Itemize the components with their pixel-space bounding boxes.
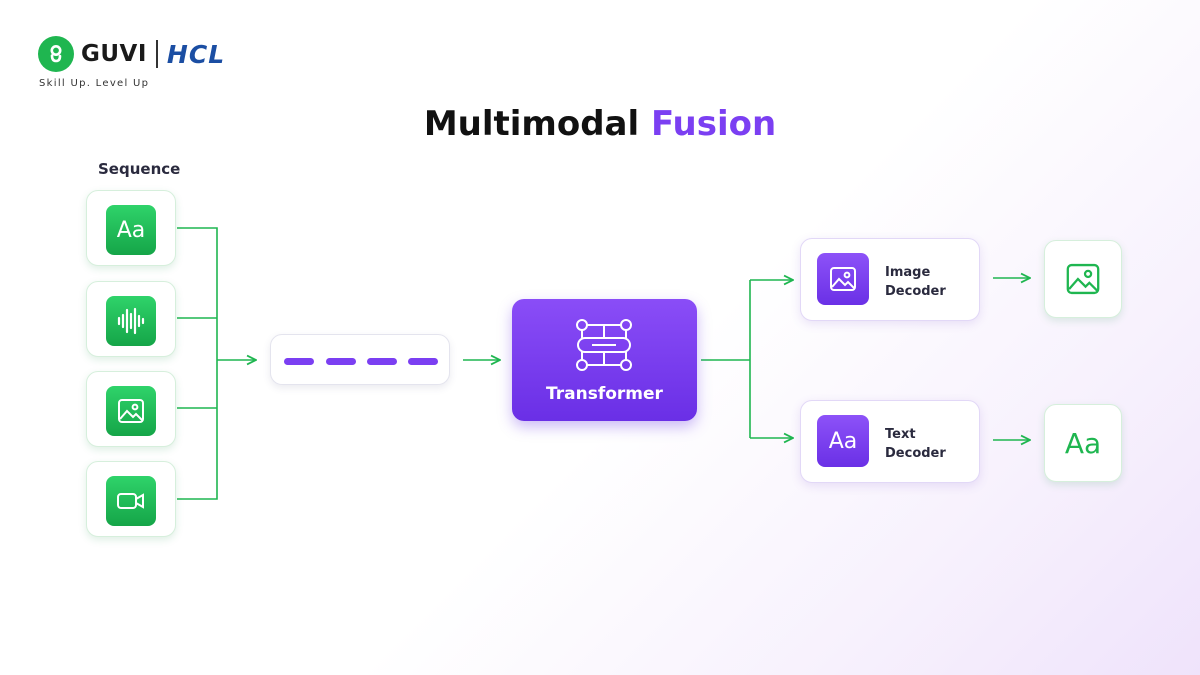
text-decoder-card: Aa Text Decoder	[800, 400, 980, 483]
transformer-block: Transformer	[512, 299, 697, 421]
logo-divider	[155, 40, 158, 68]
text-decoder-line1: Text	[885, 427, 916, 442]
image-input-card	[86, 371, 176, 447]
title-accent: Fusion	[650, 104, 777, 144]
text-icon: Aa	[106, 205, 156, 255]
page-title: Multimodal Fusion	[0, 104, 1200, 144]
image-output-card	[1044, 240, 1122, 318]
text-decoder-label: Text Decoder	[885, 425, 946, 463]
transformer-label: Transformer	[546, 384, 663, 404]
token-sequence-card	[270, 334, 450, 385]
image-decoder-line1: Image	[885, 265, 931, 280]
transformer-network-icon	[576, 319, 632, 371]
sequence-label: Sequence	[98, 160, 181, 178]
guvi-wordmark: GUVI	[81, 41, 147, 67]
text-glyph: Aa	[828, 428, 858, 454]
input-bracket-line	[177, 227, 218, 500]
text-icon: Aa	[817, 415, 869, 467]
text-input-card: Aa	[86, 190, 176, 266]
brand-tagline: Skill Up. Level Up	[39, 78, 150, 89]
image-icon	[106, 386, 156, 436]
text-output-card: Aa	[1044, 404, 1122, 482]
text-decoder-line2: Decoder	[885, 446, 946, 461]
image-icon	[1045, 241, 1121, 317]
image-decoder-card: Image Decoder	[800, 238, 980, 321]
text-icon: Aa	[1045, 405, 1121, 481]
image-icon	[817, 253, 869, 305]
audio-waveform-icon	[106, 296, 156, 346]
image-decoder-line2: Decoder	[885, 284, 946, 299]
brand-logo: GUVI HCL	[38, 36, 225, 72]
token-pill	[284, 358, 314, 365]
title-main: Multimodal	[423, 104, 640, 144]
text-glyph: Aa	[116, 217, 146, 243]
video-camera-icon	[106, 476, 156, 526]
token-pill	[408, 358, 438, 365]
audio-input-card	[86, 281, 176, 357]
text-output-glyph: Aa	[1064, 426, 1102, 460]
guvi-logo-icon	[38, 36, 74, 72]
token-pill	[326, 358, 356, 365]
image-decoder-label: Image Decoder	[885, 263, 946, 301]
token-pill	[367, 358, 397, 365]
hcl-wordmark: HCL	[166, 39, 226, 69]
video-input-card	[86, 461, 176, 537]
